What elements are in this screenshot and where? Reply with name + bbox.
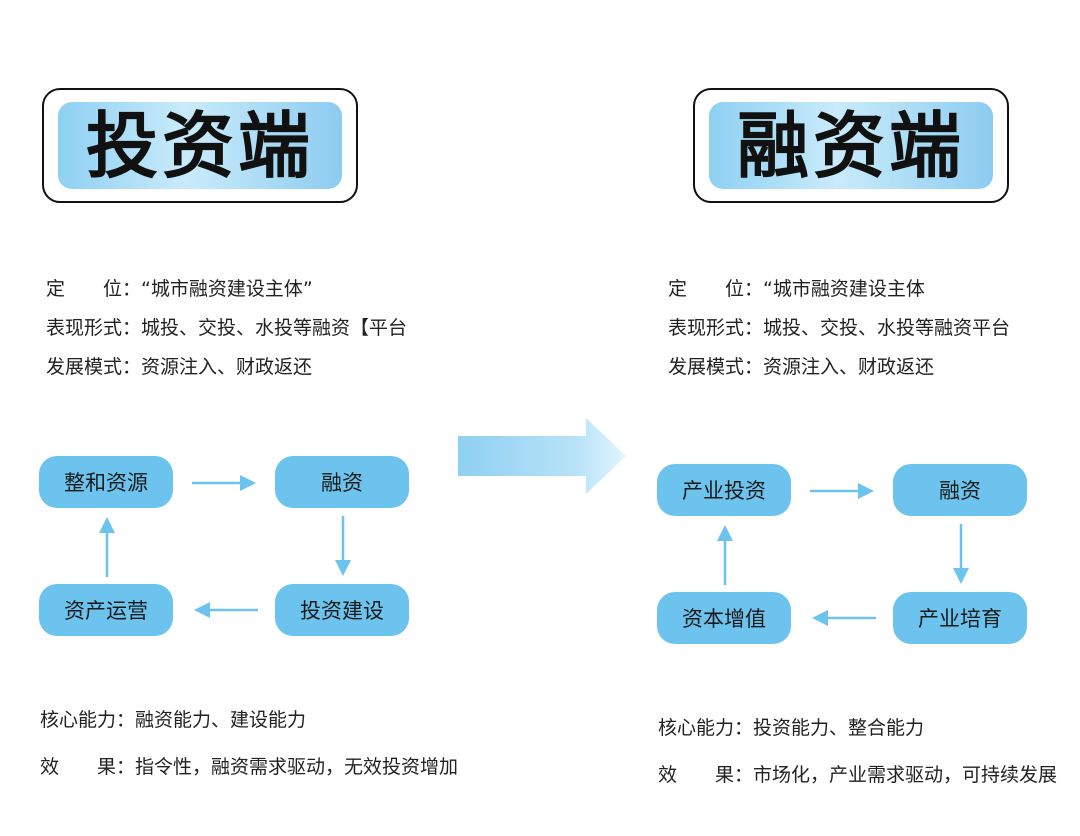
left-node-investment-construction-label: 投资建设 <box>300 599 384 623</box>
left-info-form-label: 表现形式： <box>46 317 142 339</box>
right-node-industry-investment-label: 产业投资 <box>682 479 766 503</box>
left-footer-effect-value: 指令性，融资需求驱动，无效投资增加 <box>135 756 459 778</box>
left-info-position-value: “城市融资建设主体” <box>141 278 313 300</box>
right-info-mode-label: 发展模式： <box>668 356 764 378</box>
right-info-form-value: 城投、交投、水投等融资平台 <box>763 317 1011 339</box>
left-arrow-right-icon <box>192 475 256 491</box>
transition-arrow-icon <box>458 418 626 494</box>
right-footer-core-ability: 核心能力：投资能力、整合能力 <box>658 719 924 738</box>
right-node-financing-label: 融资 <box>939 479 981 503</box>
left-info-form-value: 城投、交投、水投等融资【平台 <box>141 317 408 339</box>
right-footer-effect-label: 效 果： <box>658 764 754 786</box>
right-node-capital-appreciation-label: 资本增值 <box>682 607 766 631</box>
right-info-form-label: 表现形式： <box>668 317 764 339</box>
left-info-mode: 发展模式：资源注入、财政返还 <box>46 358 312 377</box>
left-node-integrate-resources-label: 整和资源 <box>64 471 148 495</box>
left-arrow-up-icon <box>99 517 115 577</box>
right-info-position-value: “城市融资建设主体 <box>763 278 925 300</box>
left-footer-core-ability-value: 融资能力、建设能力 <box>135 709 307 731</box>
right-info-mode-value: 资源注入、财政返还 <box>763 356 935 378</box>
left-node-asset-operation: 资产运营 <box>39 584 173 636</box>
right-node-industry-cultivation: 产业培育 <box>893 592 1027 644</box>
left-footer-effect: 效 果：指令性，融资需求驱动，无效投资增加 <box>40 758 458 777</box>
right-info-position: 定 位：“城市融资建设主体 <box>668 280 925 299</box>
left-node-integrate-resources: 整和资源 <box>39 456 173 508</box>
right-info-position-label: 定 位： <box>668 278 764 300</box>
right-title-frame: 融资端 <box>693 88 1009 203</box>
right-title: 融资端 <box>736 103 965 188</box>
right-footer-core-ability-label: 核心能力： <box>658 717 754 739</box>
right-arrow-up-icon <box>717 525 733 585</box>
right-node-industry-investment: 产业投资 <box>657 464 791 516</box>
left-arrow-left-icon <box>194 602 258 618</box>
left-arrow-down-icon <box>335 516 351 576</box>
left-info-form: 表现形式：城投、交投、水投等融资【平台 <box>46 319 407 338</box>
left-footer-core-ability-label: 核心能力： <box>40 709 136 731</box>
left-info-position: 定 位：“城市融资建设主体” <box>46 280 313 299</box>
right-node-financing: 融资 <box>893 464 1027 516</box>
right-node-capital-appreciation: 资本增值 <box>657 592 791 644</box>
left-info-position-label: 定 位： <box>46 278 142 300</box>
left-info-mode-label: 发展模式： <box>46 356 142 378</box>
left-node-financing: 融资 <box>275 456 409 508</box>
right-title-banner: 融资端 <box>709 102 993 189</box>
right-arrow-left-icon <box>812 610 876 626</box>
right-footer-effect: 效 果：市场化，产业需求驱动，可持续发展 <box>658 766 1057 785</box>
right-info-mode: 发展模式：资源注入、财政返还 <box>668 358 934 377</box>
right-node-industry-cultivation-label: 产业培育 <box>918 607 1002 631</box>
left-info-mode-value: 资源注入、财政返还 <box>141 356 313 378</box>
right-footer-core-ability-value: 投资能力、整合能力 <box>753 717 925 739</box>
left-title-frame: 投资端 <box>42 88 358 203</box>
left-node-financing-label: 融资 <box>321 471 363 495</box>
right-info-form: 表现形式：城投、交投、水投等融资平台 <box>668 319 1010 338</box>
right-arrow-down-icon <box>953 524 969 584</box>
left-footer-effect-label: 效 果： <box>40 756 136 778</box>
left-node-investment-construction: 投资建设 <box>275 584 409 636</box>
left-title-banner: 投资端 <box>58 102 342 189</box>
left-footer-core-ability: 核心能力：融资能力、建设能力 <box>40 711 306 730</box>
right-arrow-right-icon <box>810 483 874 499</box>
right-footer-effect-value: 市场化，产业需求驱动，可持续发展 <box>753 764 1058 786</box>
left-title: 投资端 <box>85 103 314 188</box>
left-node-asset-operation-label: 资产运营 <box>64 599 148 623</box>
